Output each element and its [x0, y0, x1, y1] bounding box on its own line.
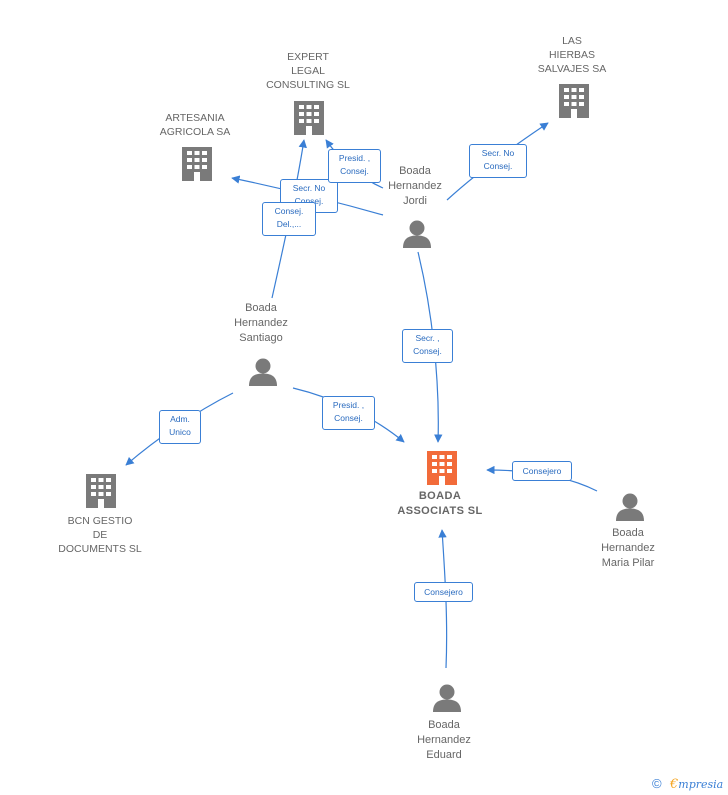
edge-label-jordi-boada[interactable]: Secr. , Consej. [402, 329, 453, 363]
person-icon[interactable] [249, 358, 277, 387]
building-icon[interactable] [86, 474, 116, 508]
edge-label-jordi-hierbas[interactable]: Secr. No Consej. [469, 144, 527, 178]
edge-label-santiago-expert[interactable]: Consej. Del.,... [262, 202, 316, 236]
building-icon[interactable] [427, 451, 457, 485]
person-icon[interactable] [433, 684, 461, 713]
building-icon[interactable] [182, 147, 212, 181]
edge-label-maria-boada[interactable]: Consejero [512, 461, 572, 481]
edge-label-eduard-boada[interactable]: Consejero [414, 582, 473, 602]
node-label-boada-hernandez-eduard[interactable]: Boada Hernandez Eduard [417, 719, 471, 761]
building-icon[interactable] [294, 101, 324, 135]
footer-brand[interactable]: © €mpresia [648, 773, 728, 795]
brand-logo: €mpresia [670, 777, 724, 792]
node-label-bcn-gestio[interactable]: BCN GESTIO DE DOCUMENTS SL [58, 515, 142, 555]
edge-label-santiago-bcn[interactable]: Adm. Unico [159, 410, 201, 444]
copyright-icon: © [652, 776, 662, 791]
node-label-expert-legal-consulting[interactable]: EXPERT LEGAL CONSULTING SL [266, 51, 350, 91]
node-label-artesania-agricola[interactable]: ARTESANIA AGRICOLA SA [159, 112, 231, 138]
person-icon[interactable] [403, 220, 431, 249]
building-icon[interactable] [559, 84, 589, 118]
person-icon[interactable] [616, 493, 644, 522]
node-label-boada-associats[interactable]: BOADA ASSOCIATS SL [397, 490, 483, 517]
node-label-boada-hernandez-maria-pilar[interactable]: Boada Hernandez Maria Pilar [601, 527, 655, 569]
edge-label-jordi-expert[interactable]: Presid. , Consej. [328, 149, 381, 183]
node-label-las-hierbas-salvajes[interactable]: LAS HIERBAS SALVAJES SA [537, 35, 607, 75]
node-label-boada-hernandez-jordi[interactable]: Boada Hernandez Jordi [388, 165, 442, 207]
edge-label-santiago-boada[interactable]: Presid. , Consej. [322, 396, 375, 430]
node-label-boada-hernandez-santiago[interactable]: Boada Hernandez Santiago [234, 302, 288, 344]
